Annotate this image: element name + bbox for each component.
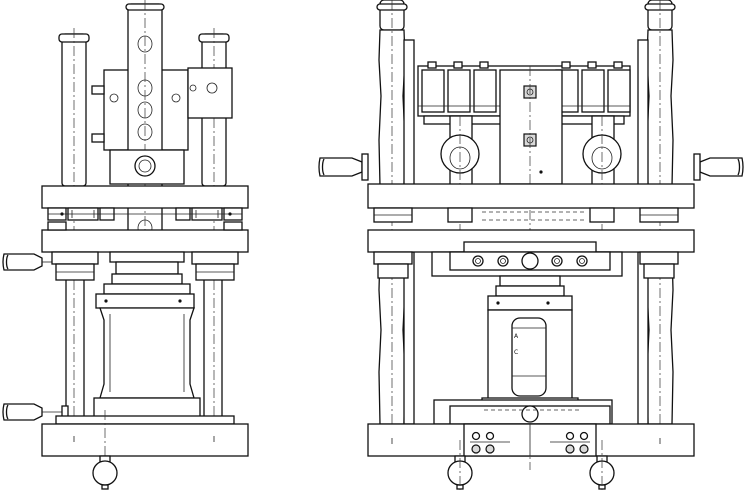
side-mounting-bracket <box>499 66 563 470</box>
front-coupling <box>109 149 185 185</box>
side-lower-plate <box>367 229 695 255</box>
front-cylinder <box>93 251 201 425</box>
side-right-handle <box>693 153 744 181</box>
front-upper-handle <box>2 253 52 271</box>
side-nut-stacks <box>373 251 679 279</box>
front-lower-plate <box>41 221 249 253</box>
front-left-guide-rod <box>58 28 90 440</box>
side-port-block <box>431 251 623 277</box>
side-left-ball-knob <box>447 440 473 490</box>
side-right-clevis <box>582 115 622 230</box>
side-top-plate <box>367 183 695 223</box>
sight-window-mark-a: A <box>514 333 519 340</box>
front-ball-knob <box>92 455 118 490</box>
side-lower-die <box>433 399 613 425</box>
side-cylinder <box>481 275 579 409</box>
side-right-ball-knob <box>589 440 615 490</box>
front-lower-handle <box>2 403 69 421</box>
side-base-plate <box>367 423 695 457</box>
side-view: A C <box>318 0 744 490</box>
side-left-clevis <box>440 115 480 230</box>
front-base-plate <box>41 410 249 488</box>
side-right-outer-rod <box>644 0 676 444</box>
front-view <box>2 0 249 490</box>
sight-window-mark-c: C <box>514 349 518 356</box>
side-left-handle <box>318 153 369 181</box>
front-nut-stacks <box>51 251 239 281</box>
front-top-plate <box>41 185 249 221</box>
